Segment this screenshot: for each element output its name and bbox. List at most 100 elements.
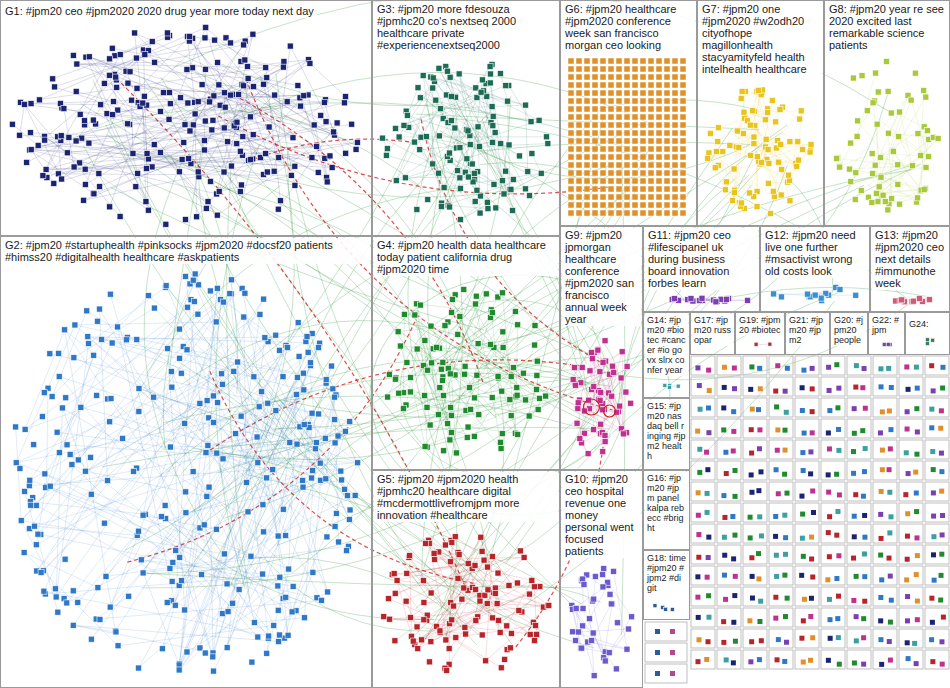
vertex [263,65,269,71]
intra-group-edge [43,124,352,175]
vertex [801,368,806,373]
vertex [906,471,911,476]
vertex [905,534,910,539]
vertex [784,640,789,645]
vertex [203,205,209,211]
vertex [915,599,920,604]
vertex [251,84,257,90]
small-group-cell [691,482,715,501]
vertex [181,140,187,146]
vertex [467,385,473,391]
vertex [722,553,727,558]
vertex [775,363,780,368]
vertex [243,479,249,485]
vertex [310,569,316,575]
vertex [157,108,163,114]
vertex [54,429,60,435]
vertex [157,150,163,156]
vertex [528,119,534,125]
vertex [462,371,468,377]
small-group-cell [795,461,819,480]
intra-group-edge [85,55,121,121]
small-group-cell [925,524,949,543]
vertex [425,367,431,373]
small-group-cell [821,419,845,438]
vertex [861,635,866,640]
vertex [113,74,119,80]
vertex [414,207,420,213]
intra-group-edge [454,551,483,606]
intra-group-edge [241,61,334,135]
vertex [878,595,883,600]
intra-group-edge [16,325,75,463]
inter-group-edge [184,69,471,343]
vertex [21,550,27,556]
vertex [280,506,286,512]
vertex [216,82,222,88]
vertex [852,514,857,519]
vertex [203,24,209,30]
vertex [287,440,293,446]
vertex [723,597,728,602]
vertex [706,430,711,435]
vertex [732,533,737,538]
intra-group-edge [386,81,434,155]
vertex [485,206,491,212]
vertex [184,649,190,655]
vertex [131,468,137,474]
vertex [289,609,295,615]
intra-group-edge [186,276,206,452]
vertex [88,454,94,460]
vertex [26,483,32,489]
vertex [277,198,283,204]
intra-group-edge [431,77,484,91]
small-group-cell [769,566,793,585]
vertex [750,596,755,601]
vertex [241,42,247,48]
vertex [810,366,815,371]
vertex [756,488,761,493]
intra-group-edge [44,136,148,210]
vertex [47,351,53,357]
vertex [97,617,103,623]
vertex [241,83,247,89]
vertex [140,100,146,106]
vertex [82,181,88,187]
vertex [314,143,320,149]
vertex [140,570,146,576]
vertex [110,112,116,118]
small-group-cell [795,440,819,459]
vertex [722,535,727,540]
intra-group-edge [227,338,265,648]
vertex [255,460,261,466]
intra-group-edge [56,299,264,597]
vertex [212,37,218,43]
vertex [191,299,197,305]
small-group-cell [769,482,793,501]
vertex [423,134,429,140]
vertex [81,197,87,203]
vertex [56,450,62,456]
intra-group-edge [279,463,358,642]
vertex [163,221,169,227]
vertex [77,160,83,166]
intra-group-edge [45,572,313,594]
vertex [863,446,868,451]
vertex [732,593,737,598]
intra-group-edge [468,427,515,433]
inter-group-edge [142,573,583,588]
intra-group-edge [304,449,315,618]
intra-group-edge [267,395,336,653]
vertex [785,491,790,496]
vertex [515,431,521,437]
intra-group-edge [213,363,310,653]
small-group-cell [925,545,949,564]
vertex [275,533,281,539]
intra-group-edge [30,150,94,193]
small-group-cell [795,650,819,669]
vertex [782,472,787,477]
intra-group-edge [186,480,342,513]
vertex [930,449,935,454]
intra-group-edge [179,343,320,670]
vertex [27,130,33,136]
